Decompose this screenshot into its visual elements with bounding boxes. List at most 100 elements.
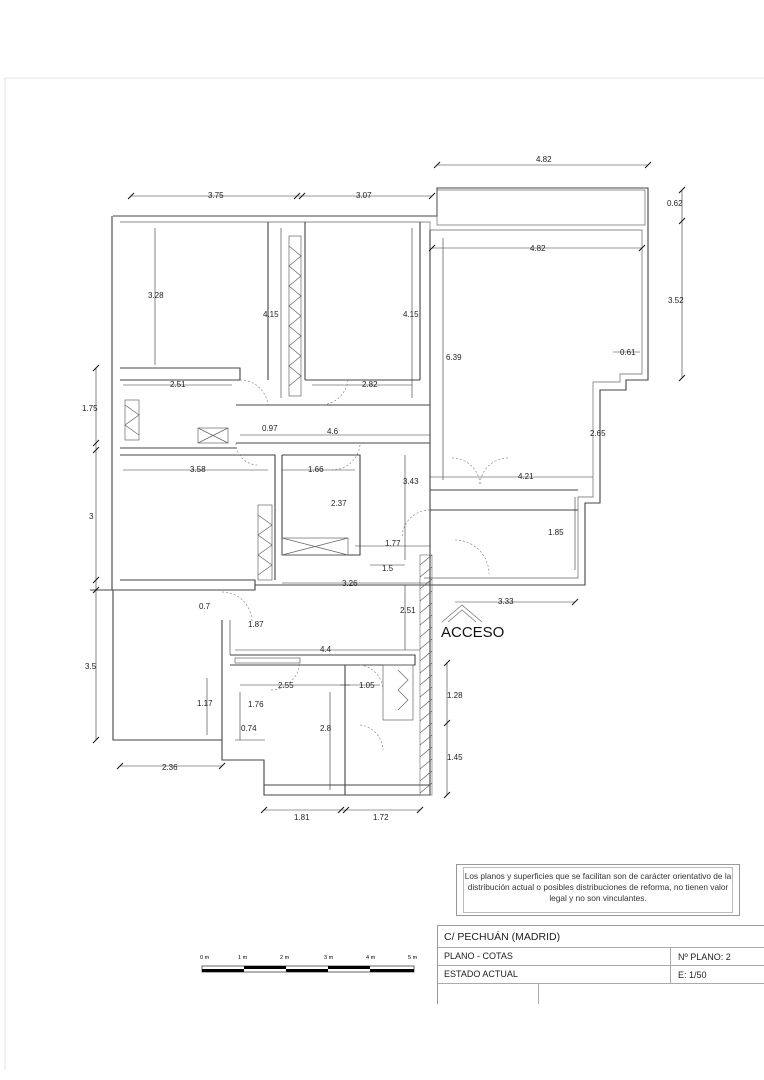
scale-seg-5 (370, 969, 414, 972)
outer-wall (90, 187, 649, 796)
inner-wall (120, 221, 643, 579)
scale-seg-2 (244, 966, 286, 969)
closet-zigzag-3 (124, 404, 140, 436)
dim-bath-237: 2.37 (331, 499, 347, 508)
title-row-address: C/ PECHUÁN (MADRID) (438, 926, 764, 948)
scale-label-5: 5 m (408, 955, 418, 961)
wall-room4 (120, 454, 276, 580)
scale-bar: 0 m 1 m 2 m 3 m 4 m 5 m (200, 955, 418, 973)
access-arrow (441, 604, 483, 623)
dimension-labels: 4.82 3.75 3.07 0.62 3.52 4.82 3.28 4.15 … (82, 155, 684, 822)
access-arrow-inner (447, 609, 477, 623)
access-label: ACCESO (441, 624, 504, 641)
dim-left-3: 3 (89, 512, 94, 521)
dim-right-upper: 3.52 (668, 296, 684, 305)
hall-box (197, 427, 229, 444)
scale-label-0: 0 m (200, 955, 210, 961)
dim-hall-343: 3.43 (403, 477, 419, 486)
dim-room1-height: 3.28 (148, 291, 164, 300)
dim-corridor-mid: 2.82 (362, 380, 378, 389)
door-9 (269, 659, 301, 691)
dim-niche: 0.61 (620, 348, 636, 357)
door-3 (235, 442, 259, 466)
title-row-plan: PLANO - COTAS Nº PLANO: 2 (438, 948, 764, 966)
door-11 (359, 724, 384, 751)
dim-balcony: 0.62 (667, 199, 683, 208)
dim-lower-187: 1.87 (248, 620, 264, 629)
wall-room4-bottom (112, 579, 256, 591)
dim-living-265: 2.65 (590, 429, 606, 438)
dim-bath-166: 1.66 (308, 465, 324, 474)
wall-lower-mid (230, 654, 416, 666)
dim-top-total: 4.82 (536, 155, 552, 164)
lower-bath-closet (382, 664, 414, 721)
dim-bottom-172: 1.72 (373, 813, 389, 822)
dim-kitchen-185: 1.85 (548, 528, 564, 537)
closet-bath (281, 537, 349, 556)
closet-bath-diag2 (281, 537, 349, 556)
title-divider (670, 948, 671, 984)
door-6 (451, 457, 481, 486)
dimension-lines (92, 161, 686, 814)
dim-hall-15: 1.5 (382, 564, 394, 573)
door-7 (479, 457, 509, 486)
scale-label-2: 2 m (280, 955, 290, 961)
dim-lower-074: 0.74 (241, 724, 257, 733)
dim-hall-46: 4.6 (327, 427, 339, 436)
title-scale: E: 1/50 (678, 970, 707, 980)
door-5 (401, 509, 431, 539)
dim-closet-177: 1.77 (385, 539, 401, 548)
dim-left-175: 1.75 (82, 404, 98, 413)
door-10 (359, 664, 384, 691)
dim-room2-height: 4.15 (263, 310, 279, 319)
dim-bottom-236: 2.36 (162, 763, 178, 772)
closet-zigzag-1 (288, 245, 302, 387)
title-plan-number: Nº PLANO: 2 (678, 952, 731, 962)
doors (221, 379, 509, 751)
dim-entry-251: 2.51 (400, 606, 416, 615)
closet-r2 (288, 235, 302, 397)
door-2 (319, 379, 349, 406)
dim-lower-117: 1.17 (197, 699, 213, 708)
dim-inner-top-right: 4.82 (530, 244, 546, 253)
closets (124, 235, 409, 711)
door-entry (454, 539, 490, 575)
dim-bottom-181: 1.81 (294, 813, 310, 822)
dim-kitchen-421: 4.21 (518, 472, 534, 481)
dim-left-35: 3.5 (85, 662, 97, 671)
wall-corridor-top (120, 367, 241, 381)
title-plan-type: PLANO - COTAS (444, 951, 513, 961)
dim-lower-44: 4.4 (320, 645, 332, 654)
title-status: ESTADO ACTUAL (444, 969, 518, 979)
dim-hall-326: 3.26 (342, 579, 358, 588)
dim-lower-176: 1.76 (248, 700, 264, 709)
scale-label-1: 1 m (238, 955, 248, 961)
walls (90, 187, 649, 796)
scale-seg-1 (202, 969, 244, 972)
balcony (436, 189, 646, 226)
title-block: C/ PECHUÁN (MADRID) PLANO - COTAS Nº PLA… (437, 925, 764, 1004)
door-8 (221, 591, 253, 623)
title-address: C/ PECHUÁN (MADRID) (444, 931, 561, 943)
dim-lower-105: 1.05 (359, 681, 375, 690)
dim-right-128: 1.28 (447, 691, 463, 700)
dim-right-145: 1.45 (447, 753, 463, 762)
disclaimer-text: Los planos y superficies que se facilita… (463, 867, 733, 913)
disclaimer-box: Los planos y superficies que se facilita… (456, 864, 740, 916)
closet-r4 (257, 504, 273, 581)
title-row-status: ESTADO ACTUAL E: 1/50 (438, 966, 764, 984)
dim-top-left: 3.75 (208, 191, 224, 200)
dim-top-mid: 3.07 (356, 191, 372, 200)
dim-corridor-left: 2.51 (170, 380, 186, 389)
scale-label-3: 3 m (324, 955, 334, 961)
dim-living-height: 6.39 (446, 353, 462, 362)
dim-lower-28: 2.8 (320, 724, 332, 733)
title-divider-bottom (538, 984, 539, 1004)
dim-room3-height: 4.15 (403, 310, 419, 319)
hall-box-diag2 (197, 427, 229, 444)
dim-room4-width: 3.58 (190, 465, 206, 474)
door-1 (239, 379, 269, 406)
dim-left-07: 0.7 (199, 602, 211, 611)
wall-bath (281, 454, 361, 556)
